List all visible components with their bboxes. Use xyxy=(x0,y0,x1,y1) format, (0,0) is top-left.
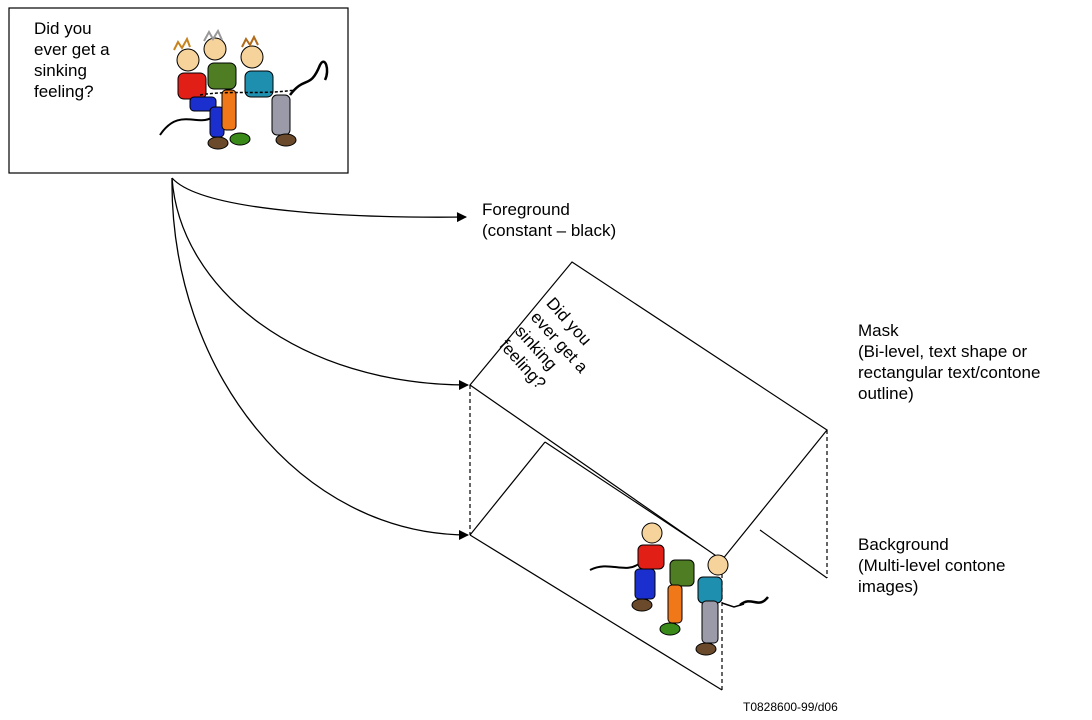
figure-id: T0828600-99/d06 xyxy=(743,700,838,714)
cartoon-image-source xyxy=(159,28,329,150)
source-page-text: Did you ever get a sinking feeling? xyxy=(34,19,110,101)
mask-label: Mask (Bi-level, text shape or rectangula… xyxy=(858,321,1041,403)
cartoon-image-background xyxy=(589,522,769,656)
foreground-label: Foreground (constant – black) xyxy=(482,200,617,240)
arrow-to-mask xyxy=(171,177,469,390)
mask-plane xyxy=(469,261,828,561)
background-label: Background (Multi-level contone images) xyxy=(858,535,1006,596)
arrow-to-background xyxy=(171,177,469,540)
arrow-to-foreground xyxy=(171,177,467,223)
